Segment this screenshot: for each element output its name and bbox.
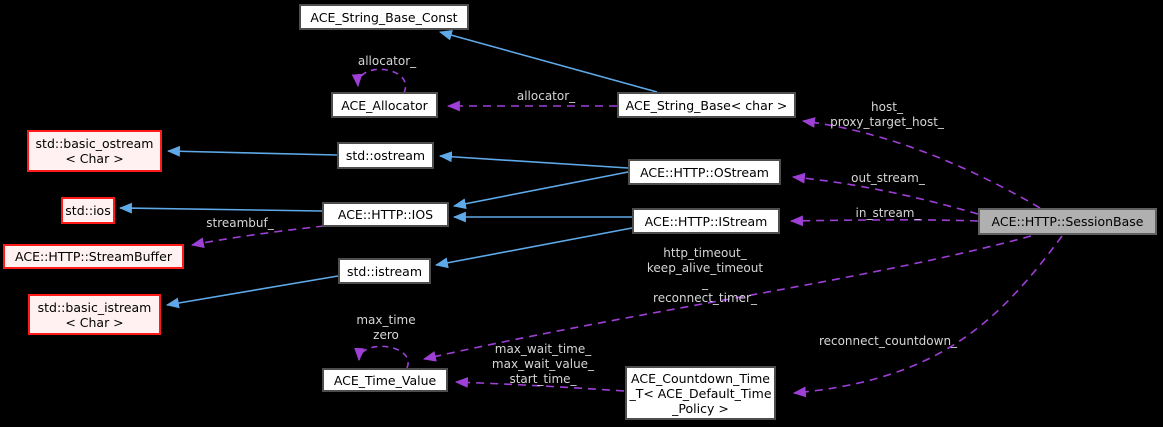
edge-usage-timeouts: [422, 235, 1032, 362]
node-ace-string-base-char[interactable]: ACE_String_Base< char >: [617, 92, 796, 118]
edge-inherit-ostream-to-basicostream: [166, 145, 338, 157]
node-std-istream[interactable]: std::istream: [338, 258, 431, 284]
edge-inherit-stringbase-to-const: [438, 29, 658, 93]
node-ace-http-sessionbase[interactable]: ACE::HTTP::SessionBase: [978, 208, 1157, 235]
edge-inherit-istream-to-basicistream: [165, 275, 339, 309]
node-std-basic-istream[interactable]: std::basic_istream < Char >: [28, 294, 161, 335]
node-ace-http-streambuffer[interactable]: ACE::HTTP::StreamBuffer: [3, 244, 184, 269]
node-ace-string-base-const[interactable]: ACE_String_Base_Const: [299, 4, 469, 30]
edge-inherit-httpostream-to-ios: [452, 171, 629, 210]
node-std-basic-ostream[interactable]: std::basic_ostream < Char >: [27, 130, 162, 172]
edge-usage-max-wait: [454, 377, 625, 392]
node-ace-allocator[interactable]: ACE_Allocator: [331, 92, 438, 118]
node-ace-http-istream[interactable]: ACE::HTTP::IStream: [632, 208, 780, 234]
edge-inherit-ios-to-stdios: [118, 202, 323, 214]
edge-usage-out-stream: [791, 172, 979, 215]
node-ace-http-ios[interactable]: ACE::HTTP::IOS: [322, 202, 449, 227]
edge-usage-in-stream: [789, 215, 979, 227]
node-std-ostream[interactable]: std::ostream: [337, 142, 434, 169]
edge-usage-allocator-self: [351, 68, 407, 94]
node-ace-countdown-time[interactable]: ACE_Countdown_Time _T< ACE_Default_Time …: [625, 366, 776, 420]
edge-inherit-httpistream-to-istream: [434, 227, 633, 269]
edge-usage-host: [801, 117, 1041, 209]
edge-usage-timevalue-self: [354, 345, 409, 369]
node-ace-time-value[interactable]: ACE_Time_Value: [322, 368, 448, 392]
node-std-ios[interactable]: std::ios: [61, 197, 115, 224]
edge-usage-reconnect-countdown: [792, 235, 1063, 398]
node-ace-http-ostream[interactable]: ACE::HTTP::OStream: [628, 159, 781, 185]
edge-usage-streambuf: [190, 225, 325, 249]
edge-inherit-httpostream-to-ostream: [438, 151, 629, 169]
